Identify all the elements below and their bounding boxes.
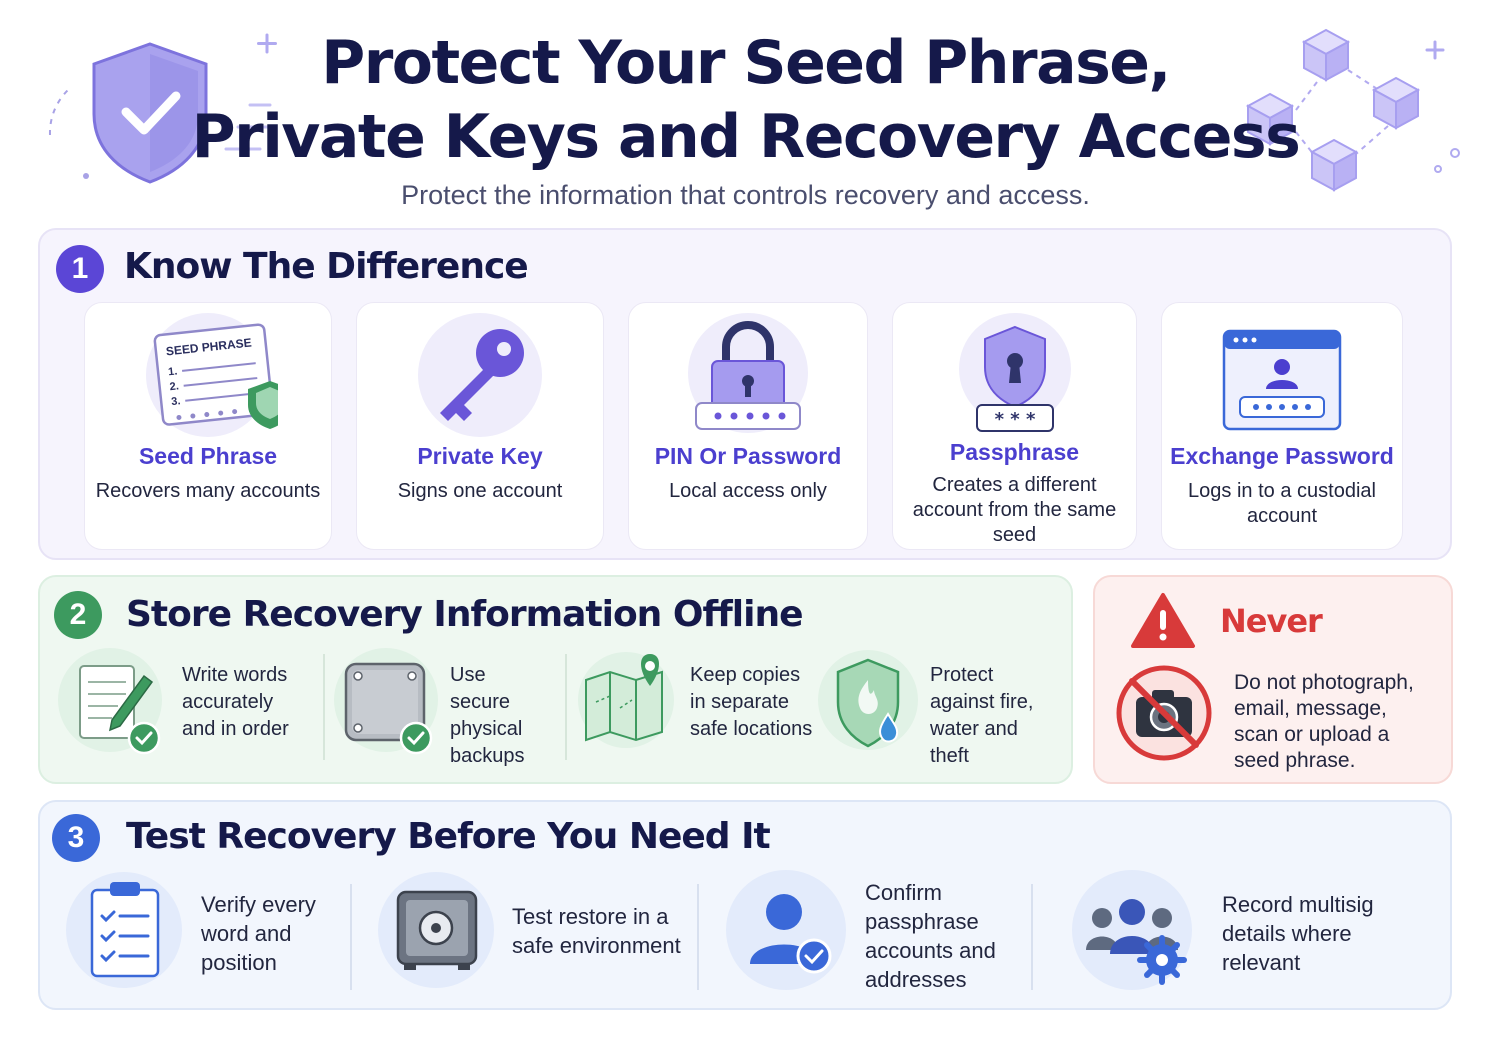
page-subtitle: Protect the information that controls re… bbox=[401, 180, 1090, 210]
card-description: Local access only bbox=[669, 480, 827, 502]
card-title: Seed Phrase bbox=[138, 443, 278, 469]
safe-icon bbox=[378, 872, 494, 988]
section3-title: Test Recovery Before You Need It bbox=[126, 816, 771, 857]
card-pin-password: PIN Or Password Local access only bbox=[628, 302, 868, 550]
padlock-icon bbox=[688, 313, 808, 433]
group-settings-icon bbox=[1072, 870, 1192, 990]
blockchain-cubes-icon bbox=[1245, 28, 1460, 192]
divider bbox=[323, 654, 325, 760]
shield-check-icon bbox=[48, 33, 277, 184]
card-description: Signs one account bbox=[397, 480, 563, 502]
seed-phrase-document-icon: SEED PHRASE 1. 2. 3. bbox=[146, 313, 278, 437]
store-item-text: Keep copies in separate safe locations bbox=[690, 664, 813, 740]
section2-title: Store Recovery Information Offline bbox=[126, 594, 803, 635]
store-item-text: Write words accurately and in order bbox=[182, 664, 289, 740]
card-description: Creates a different account from the sam… bbox=[912, 474, 1117, 546]
card-private-key: Private Key Signs one account bbox=[356, 302, 604, 550]
card-seed-phrase: SEED PHRASE 1. 2. 3. Seed Phrase Recover… bbox=[84, 302, 332, 550]
page-title: Protect Your Seed Phrase, Private Keys a… bbox=[0, 26, 1491, 174]
checklist-icon bbox=[66, 872, 182, 988]
card-description: Recovers many accounts bbox=[95, 480, 321, 502]
card-description: Logs in to a custodial account bbox=[1188, 480, 1376, 527]
store-item-text: Use secure physical backups bbox=[450, 664, 525, 767]
divider bbox=[565, 654, 567, 760]
card-title: Private Key bbox=[417, 443, 543, 469]
metal-plate-icon bbox=[334, 648, 438, 755]
user-check-icon bbox=[726, 870, 846, 990]
key-icon bbox=[418, 313, 542, 437]
title-line-2: Private Keys and Recovery Access bbox=[191, 102, 1301, 172]
map-pin-icon bbox=[578, 652, 674, 748]
divider bbox=[350, 884, 352, 990]
test-item-text: Verify every word and position bbox=[201, 892, 316, 975]
section1-number-badge: 1 bbox=[56, 245, 104, 293]
section1-title: Know The Difference bbox=[124, 246, 529, 287]
test-item-text: Confirm passphrase accounts and addresse… bbox=[865, 880, 996, 992]
card-title: PIN Or Password bbox=[654, 443, 842, 469]
browser-login-icon bbox=[1222, 329, 1342, 431]
svg-text:* * *: * * * bbox=[994, 409, 1035, 430]
svg-text:1.: 1. bbox=[168, 365, 178, 378]
svg-text:2.: 2. bbox=[169, 380, 179, 393]
shield-keyhole-icon: * * * bbox=[958, 313, 1071, 432]
card-title: Passphrase bbox=[949, 439, 1080, 465]
no-camera-icon bbox=[1116, 665, 1212, 761]
never-text: Do not photograph, email, message, scan … bbox=[1234, 671, 1414, 772]
divider bbox=[1031, 884, 1033, 990]
section3-number-badge: 3 bbox=[52, 814, 100, 862]
write-notes-icon bbox=[58, 648, 162, 755]
test-item-text: Test restore in a safe environment bbox=[512, 904, 681, 958]
never-title: Never bbox=[1220, 602, 1323, 640]
shield-fire-water-icon bbox=[818, 650, 918, 750]
store-item-text: Protect against fire, water and theft bbox=[930, 664, 1034, 767]
test-item-text: Record multisig details where relevant bbox=[1222, 892, 1374, 975]
section2-number-badge: 2 bbox=[54, 591, 102, 639]
svg-text:3.: 3. bbox=[171, 395, 181, 408]
divider bbox=[697, 884, 699, 990]
card-passphrase: * * * Passphrase Creates a different acc… bbox=[892, 302, 1137, 550]
warning-icon bbox=[1131, 593, 1195, 648]
card-title: Exchange Password bbox=[1170, 443, 1394, 469]
card-exchange-password: Exchange Password Logs in to a custodial… bbox=[1161, 302, 1403, 550]
title-line-1: Protect Your Seed Phrase, bbox=[321, 28, 1171, 98]
